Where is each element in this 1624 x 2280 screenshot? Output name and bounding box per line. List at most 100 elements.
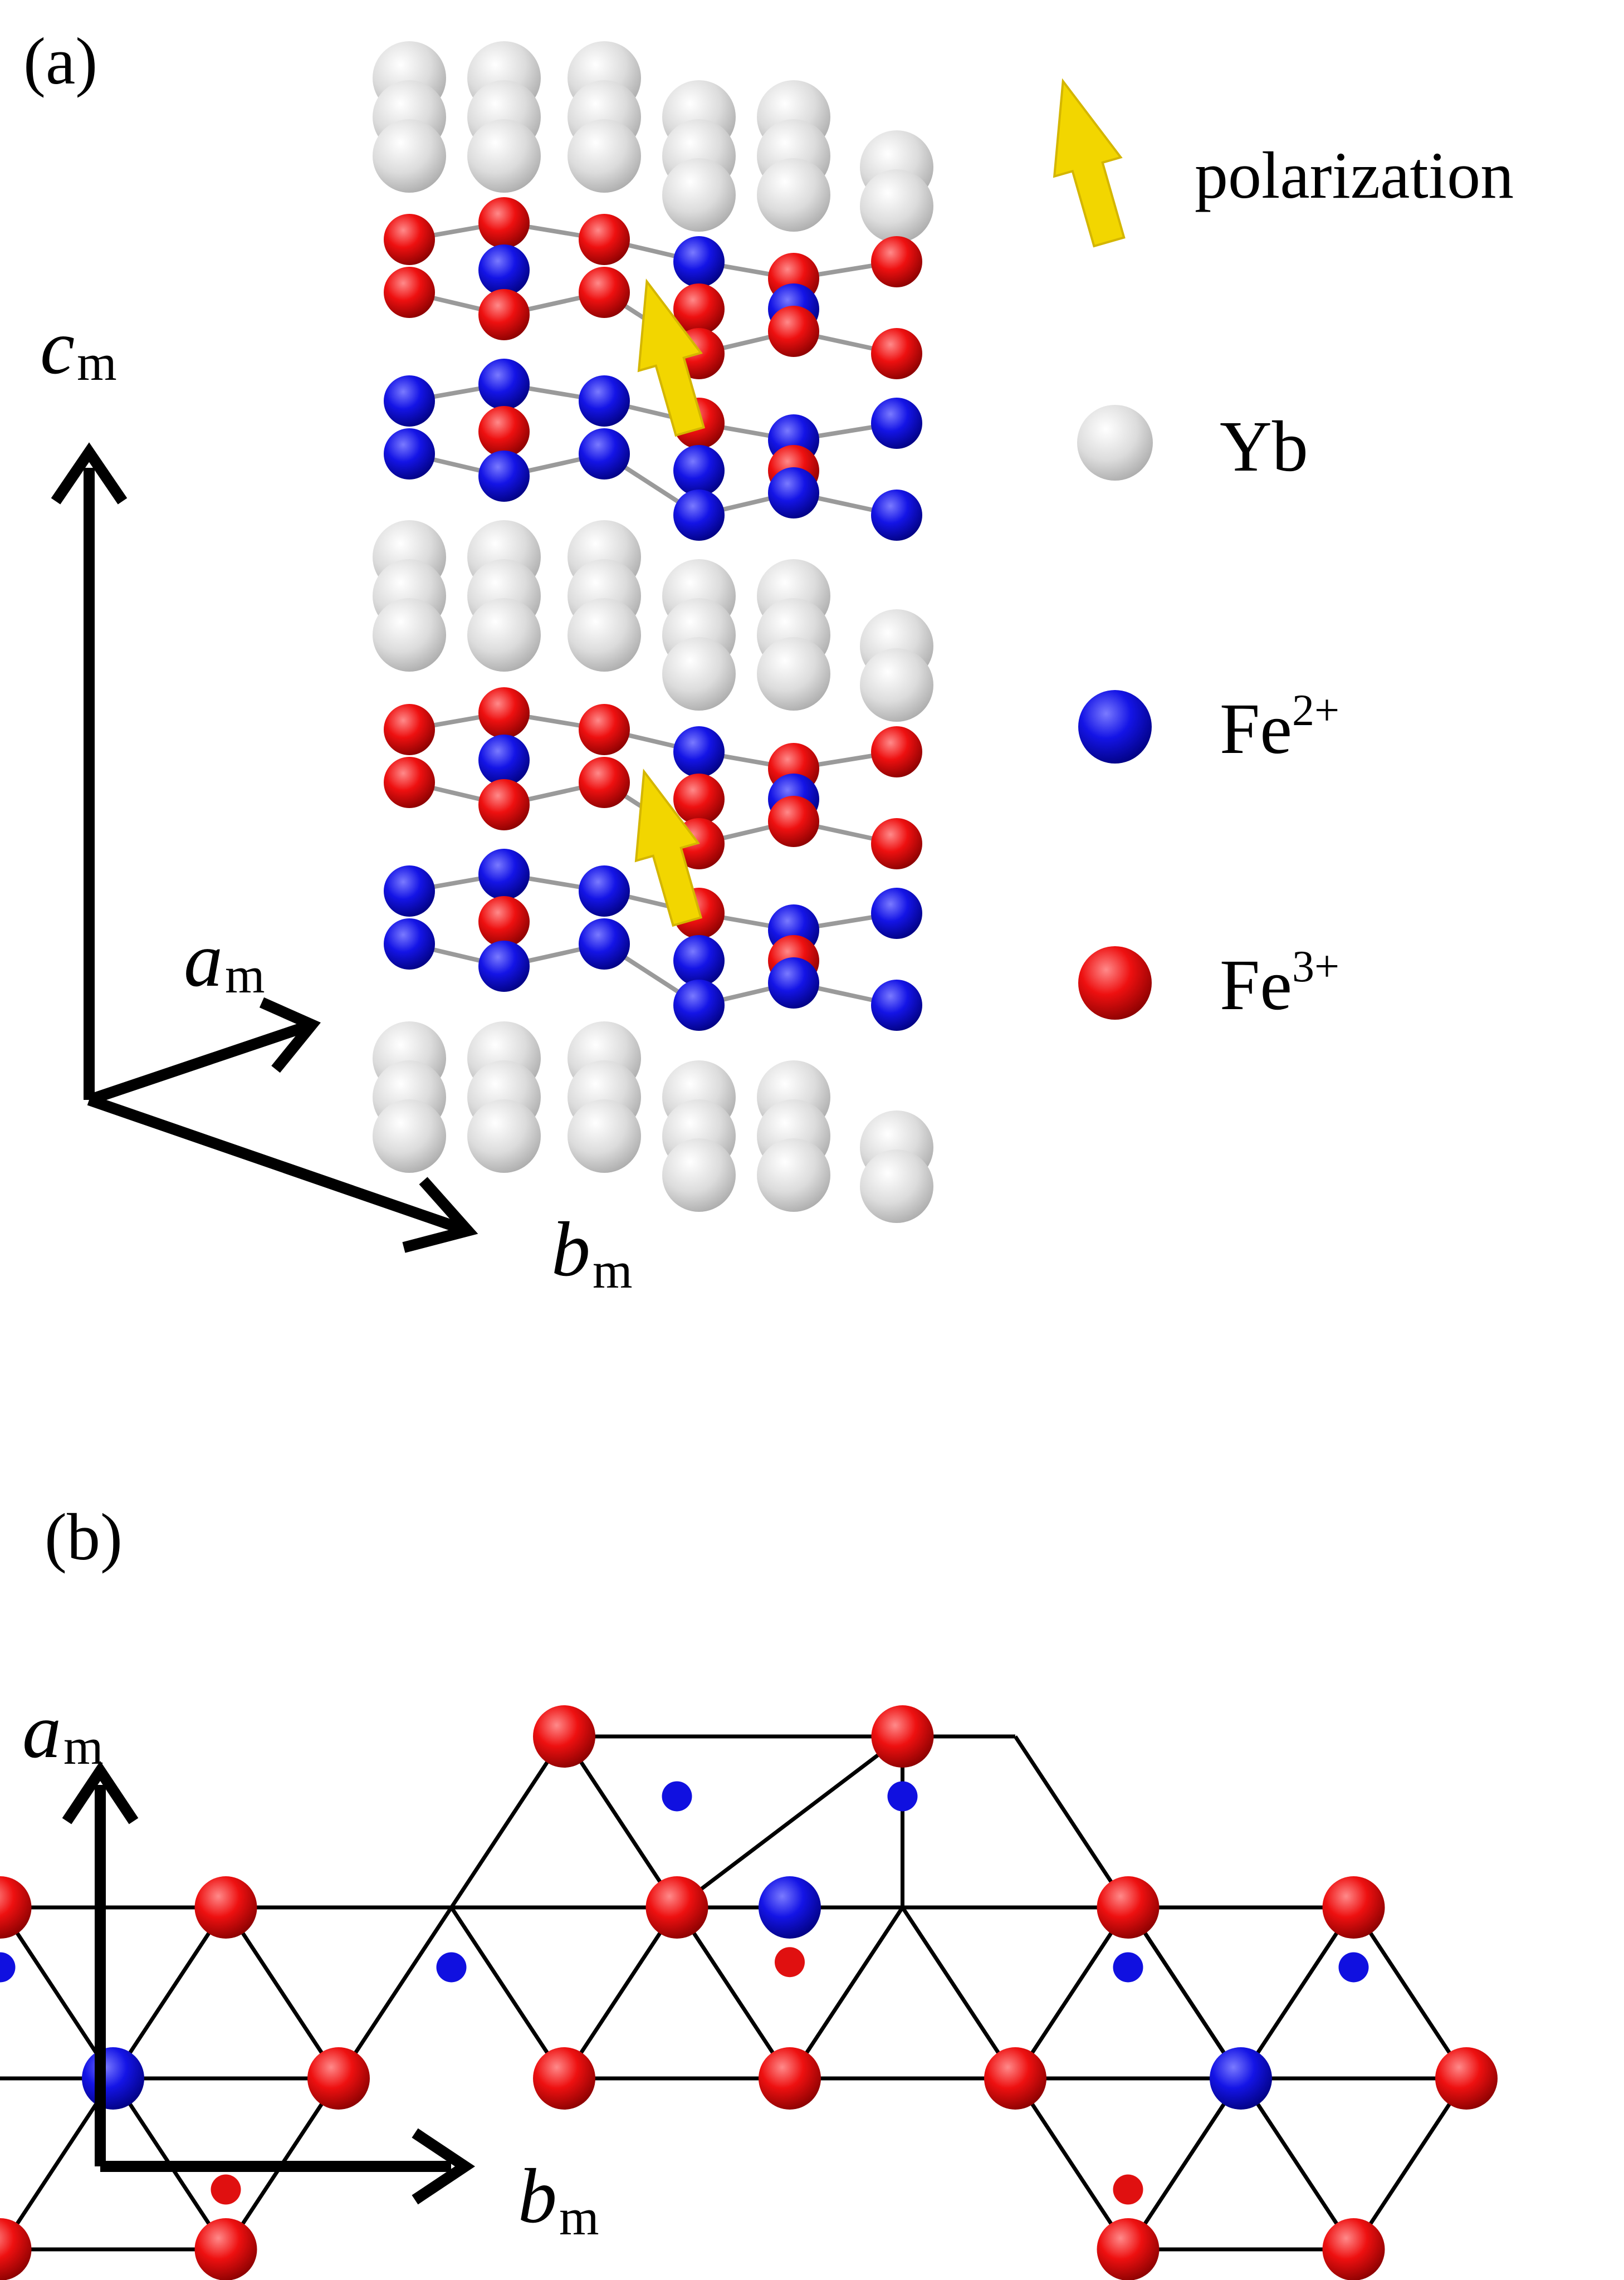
yb-atom — [467, 119, 541, 193]
lattice-bond — [1352, 1906, 1468, 2080]
fe3-atom — [478, 779, 530, 830]
lattice-bond — [562, 1735, 679, 1909]
fe3-site-dot — [775, 1947, 805, 1978]
fe2-atom — [579, 375, 630, 427]
fe3-atom — [533, 1705, 595, 1768]
fe3-atom — [384, 267, 435, 318]
lattice-bond — [1014, 1906, 1130, 2080]
fe3-site-dot — [211, 2174, 241, 2205]
panel-b-label: (b) — [45, 1500, 123, 1574]
fe2-atom-icon — [1078, 690, 1152, 764]
lattice-bond — [901, 1906, 1017, 2080]
fe2-atom — [673, 935, 725, 986]
fe2-site-dot — [887, 1781, 918, 1812]
lattice-bond — [449, 1906, 566, 2080]
lattice-bond — [224, 1906, 340, 2080]
yb-atom-icon — [1077, 405, 1153, 481]
fe2-atom — [673, 490, 725, 541]
polarization-arrow-icon — [634, 769, 703, 927]
fe3-atom — [1322, 2218, 1385, 2280]
yb-atom — [568, 1099, 641, 1173]
lattice-bond — [449, 1735, 566, 1909]
b-panel-a-axis-label: am — [22, 1688, 104, 1775]
fe2-atom — [579, 918, 630, 970]
legend-fe3-text: Fe3+ — [1220, 942, 1339, 1025]
fe2-atom — [673, 726, 725, 777]
yb-atom — [373, 598, 446, 672]
legend-yb-text: Yb — [1220, 407, 1308, 487]
fe2-atom — [768, 467, 819, 518]
triangular-lattice — [0, 1705, 1498, 2280]
fe2-atom — [673, 445, 725, 496]
fe3-atom — [768, 306, 819, 357]
polarization-arrow-shape — [634, 769, 703, 927]
fe3-atom — [645, 1876, 708, 1939]
fe3-atom — [307, 2047, 370, 2110]
lattice-bond — [675, 1906, 791, 2080]
yb-atom — [373, 119, 446, 193]
c-axis-label: cm — [40, 304, 117, 391]
lattice-bond — [1014, 2077, 1130, 2250]
fe2-site-dot — [1338, 1952, 1369, 1983]
panel-a: (a) cm am bm — [23, 24, 1514, 1299]
yb-atom — [662, 637, 736, 711]
fe3-atom — [478, 687, 530, 738]
fe2-atom — [478, 451, 530, 502]
fe2-atom — [579, 865, 630, 917]
yb-atom — [757, 1138, 830, 1212]
fe3-atom — [533, 2047, 595, 2110]
fe3-atom — [0, 1876, 32, 1939]
lattice-bond — [562, 1906, 679, 2080]
a-axis-arrow — [87, 997, 321, 1105]
fe3-atom — [759, 2047, 821, 2110]
yb-atom — [860, 169, 933, 243]
fe3-atom — [478, 289, 530, 340]
fe3-atom — [871, 328, 922, 379]
fe3-atom — [673, 283, 725, 335]
fe3-atom — [984, 2047, 1046, 2110]
fe2-atom — [478, 244, 530, 296]
fe3-atom — [871, 726, 922, 777]
b-axis-arrow — [87, 1094, 478, 1253]
fe2-atom — [673, 236, 725, 287]
legend-fe2: Fe2+ — [1078, 686, 1339, 769]
fe3-atom — [579, 267, 630, 318]
lattice-bond — [1014, 1735, 1130, 1909]
fe2-atom — [871, 980, 922, 1031]
fe2-atom — [871, 888, 922, 939]
panel-a-label: (a) — [23, 24, 97, 98]
fe2-atom — [384, 918, 435, 970]
polarization-arrow-shape — [637, 278, 706, 437]
fe3-atom — [673, 774, 725, 825]
fe2-atom — [871, 398, 922, 449]
fe2-site-dot — [662, 1781, 692, 1812]
fe2-atom — [768, 957, 819, 1009]
yb-atom — [373, 1099, 446, 1173]
fe3-atom — [871, 818, 922, 869]
fe2-atom — [478, 941, 530, 992]
yb-atom — [860, 1149, 933, 1223]
yb-atom — [467, 598, 541, 672]
fe3-atom — [384, 704, 435, 755]
yb-atom — [662, 158, 736, 232]
fe3-atom — [384, 757, 435, 808]
fe3-atom — [194, 1876, 257, 1939]
polarization-arrow-icon — [1053, 78, 1126, 248]
fe2-site-dot — [1113, 1952, 1143, 1983]
a-axis-label-top: am — [184, 917, 265, 1004]
b-panel-b-axis-label: bm — [518, 2153, 599, 2245]
fe2-site-dot — [0, 1952, 16, 1983]
b-panel-b-axis-arrow — [100, 2128, 476, 2205]
fe3-site-dot — [1113, 2174, 1143, 2205]
lattice-bond — [1352, 2077, 1468, 2250]
fe2-atom — [759, 1876, 821, 1939]
fe3-atom — [1322, 1876, 1385, 1939]
fe3-atom — [0, 2218, 32, 2280]
yb-atom — [467, 1099, 541, 1173]
fe3-atom — [478, 406, 530, 457]
fe2-atom — [478, 359, 530, 410]
fe2-atom — [1210, 2047, 1272, 2110]
polarization-arrow-icon — [637, 278, 706, 437]
b-axis-label-top: bm — [551, 1206, 633, 1299]
